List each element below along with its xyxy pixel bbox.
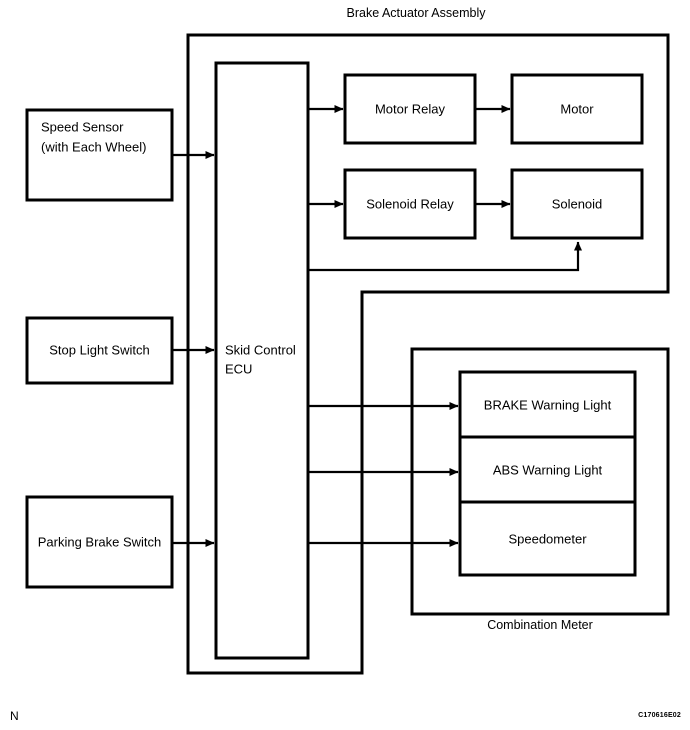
box-speed-sensor-outline xyxy=(25,108,174,202)
box-parking-brake-switch-outline xyxy=(25,495,174,589)
box-stop-light-switch: Stop Light Switch xyxy=(25,316,174,385)
box-speedometer-label: Speedometer xyxy=(508,531,587,546)
box-motor-relay: Motor Relay xyxy=(343,73,477,145)
box-solenoid-outline xyxy=(510,168,644,240)
box-skid-control-ecu-label-line1: Skid Control xyxy=(225,342,296,357)
figure-code: C170616E02 xyxy=(638,712,681,719)
combination-meter-title: Combination Meter xyxy=(487,618,593,632)
box-skid-control-ecu: Skid Control ECU xyxy=(214,61,310,660)
box-abs-warning-light-label: ABS Warning Light xyxy=(493,462,603,477)
box-skid-control-ecu-label-line2: ECU xyxy=(225,361,252,376)
box-brake-warning-light-outline xyxy=(458,370,637,439)
brake-actuator-assembly-border xyxy=(186,33,670,675)
box-motor: Motor xyxy=(510,73,644,145)
box-speed-sensor: Speed Sensor (with Each Wheel) xyxy=(25,108,174,202)
box-stop-light-switch-outline xyxy=(25,316,174,385)
box-speed-sensor-label-line1: Speed Sensor xyxy=(41,119,124,134)
box-motor-relay-label: Motor Relay xyxy=(375,101,446,116)
box-abs-warning-light-outline xyxy=(458,435,637,504)
box-parking-brake-switch-label: Parking Brake Switch xyxy=(38,534,162,549)
box-motor-relay-outline xyxy=(343,73,477,145)
box-skid-control-ecu-outline xyxy=(214,61,310,660)
box-solenoid: Solenoid xyxy=(510,168,644,240)
box-parking-brake-switch: Parking Brake Switch xyxy=(25,495,174,589)
box-brake-warning-light-label: BRAKE Warning Light xyxy=(484,397,612,412)
connector-ecu-to-solenoid-feedback xyxy=(308,241,582,272)
page-corner-mark: N xyxy=(10,709,19,723)
brake-actuator-assembly-title: Brake Actuator Assembly xyxy=(347,6,487,20)
box-stop-light-switch-label: Stop Light Switch xyxy=(49,342,149,357)
box-speedometer-outline xyxy=(458,500,637,577)
box-solenoid-relay: Solenoid Relay xyxy=(343,168,477,240)
box-speed-sensor-label-line2: (with Each Wheel) xyxy=(41,139,146,154)
box-solenoid-label: Solenoid xyxy=(552,196,603,211)
box-speedometer: Speedometer xyxy=(458,500,637,577)
box-solenoid-relay-label: Solenoid Relay xyxy=(366,196,454,211)
box-solenoid-relay-outline xyxy=(343,168,477,240)
combination-meter-border xyxy=(410,347,670,616)
box-motor-label: Motor xyxy=(560,101,594,116)
box-brake-warning-light: BRAKE Warning Light xyxy=(458,370,637,439)
box-motor-outline xyxy=(510,73,644,145)
box-abs-warning-light: ABS Warning Light xyxy=(458,435,637,504)
